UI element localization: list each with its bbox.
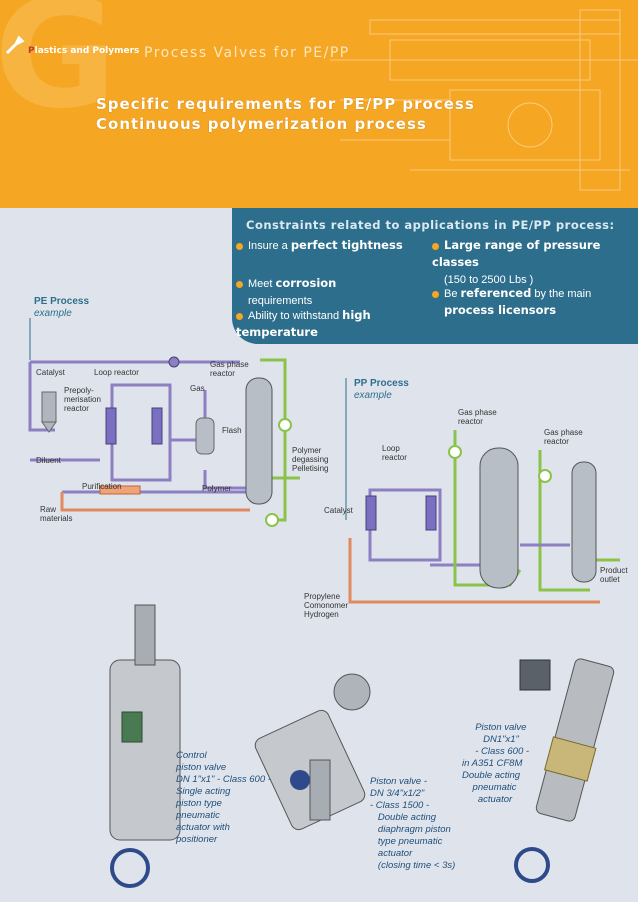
pe-label-gas: Gas	[190, 384, 205, 393]
pe-catalyst-pipe	[28, 362, 55, 432]
watermark-letter: G	[0, 0, 118, 142]
pp-process-subtitle: example	[354, 390, 392, 401]
pe-label-diluent: Diluent	[36, 456, 61, 465]
pp-loop-leg-right	[425, 495, 437, 531]
pp-label-loop-reactor: Loop reactor	[382, 444, 407, 462]
wrench-icon	[5, 35, 25, 55]
pe-label-degassing: Polymer degassing Pelletising	[292, 446, 329, 473]
pp-gas-phase-reactor-1	[479, 447, 519, 589]
pe-label-loop-reactor: Loop reactor	[94, 368, 139, 377]
pe-label-catalyst: Catalyst	[36, 368, 65, 377]
header-banner: G Plastics and Polymers Process Valves f…	[0, 0, 638, 208]
pe-label-purification: Purification	[82, 482, 122, 491]
constraint-item-pressure: Large range of pressure classes(150 to 2…	[432, 238, 601, 286]
bullet-icon	[236, 242, 243, 250]
valve-3-illustration	[514, 658, 615, 883]
bullet-icon	[236, 280, 243, 288]
pp-process-title: PP Process	[354, 378, 409, 389]
constraint-item-tightness: Insure a perfect tightness	[236, 238, 406, 255]
pe-heat-exchanger	[278, 418, 292, 432]
title-line-2: Continuous polymerization process	[96, 115, 427, 133]
constraints-title: Constraints related to applications in P…	[246, 218, 615, 232]
valve-1-illustration	[109, 604, 181, 888]
constraints-panel: Constraints related to applications in P…	[232, 208, 638, 344]
pe-loop-leg-left	[105, 407, 117, 445]
pe-label-polymer: Polymer	[202, 484, 232, 493]
pe-label-flash: Flash	[222, 426, 242, 435]
pp-gas-phase-reactor-2	[571, 461, 597, 583]
pp-label-catalyst: Catalyst	[324, 506, 353, 515]
pp-label-gas-phase-reactor-1: Gas phase reactor	[458, 408, 497, 426]
constraint-item-temperature: Ability to withstand high temperature	[236, 308, 371, 339]
pe-prepoly-reactor	[41, 391, 57, 423]
pe-label-raw-materials: Raw materials	[40, 505, 73, 523]
pp-loop-pipe	[368, 488, 442, 562]
pe-flash-drum	[195, 417, 215, 455]
pe-polymer-pipe	[203, 470, 250, 490]
pp-gas-loop-2	[538, 450, 590, 592]
pe-gas-phase-reactor	[245, 377, 273, 505]
pe-heat-exchanger-2	[265, 513, 279, 527]
valve-3-caption: Piston valve DN1"x1" - Class 600 - in A3…	[462, 722, 530, 805]
page-subtitle: Process Valves for PE/PP	[144, 45, 350, 61]
pp-heat-exchanger-1	[448, 445, 462, 459]
bullet-icon	[432, 290, 439, 298]
pe-raw-materials-pipe	[60, 492, 250, 512]
valve-2-illustration	[254, 673, 371, 831]
valve-2-caption: Piston valve - DN 3/4"x1/2" - Class 1500…	[370, 776, 456, 871]
pe-loop-leg-right	[151, 407, 163, 445]
mechanical-drawing-decoration	[330, 9, 638, 191]
pp-heat-exchanger-2	[538, 469, 552, 483]
pp-label-gas-phase-reactor-2: Gas phase reactor	[544, 428, 583, 446]
pp-label-product-outlet: Product outlet	[600, 566, 628, 584]
pe-process-subtitle: example	[34, 308, 72, 319]
pe-label-prepoly: Prepoly- merisation reactor	[64, 386, 101, 413]
pe-process-title: PE Process	[34, 296, 90, 307]
bullet-icon	[236, 312, 243, 320]
pp-feed-pipe	[348, 538, 600, 604]
bullet-icon	[432, 242, 439, 250]
pe-loop-pipe	[110, 383, 172, 482]
pp-label-feed: Propylene Comonomer Hydrogen	[304, 592, 349, 619]
brand-label: Plastics and Polymers	[28, 46, 140, 56]
pp-loop-leg-left	[365, 495, 377, 531]
title-line-1: Specific requirements for PE/PP process	[96, 95, 475, 113]
pe-label-gas-phase-reactor: Gas phase reactor	[210, 360, 249, 378]
valve-1-caption: Control piston valve DN 1"x1" - Class 60…	[176, 750, 271, 845]
pe-compressor	[168, 356, 180, 368]
pe-purification-unit	[99, 485, 141, 495]
